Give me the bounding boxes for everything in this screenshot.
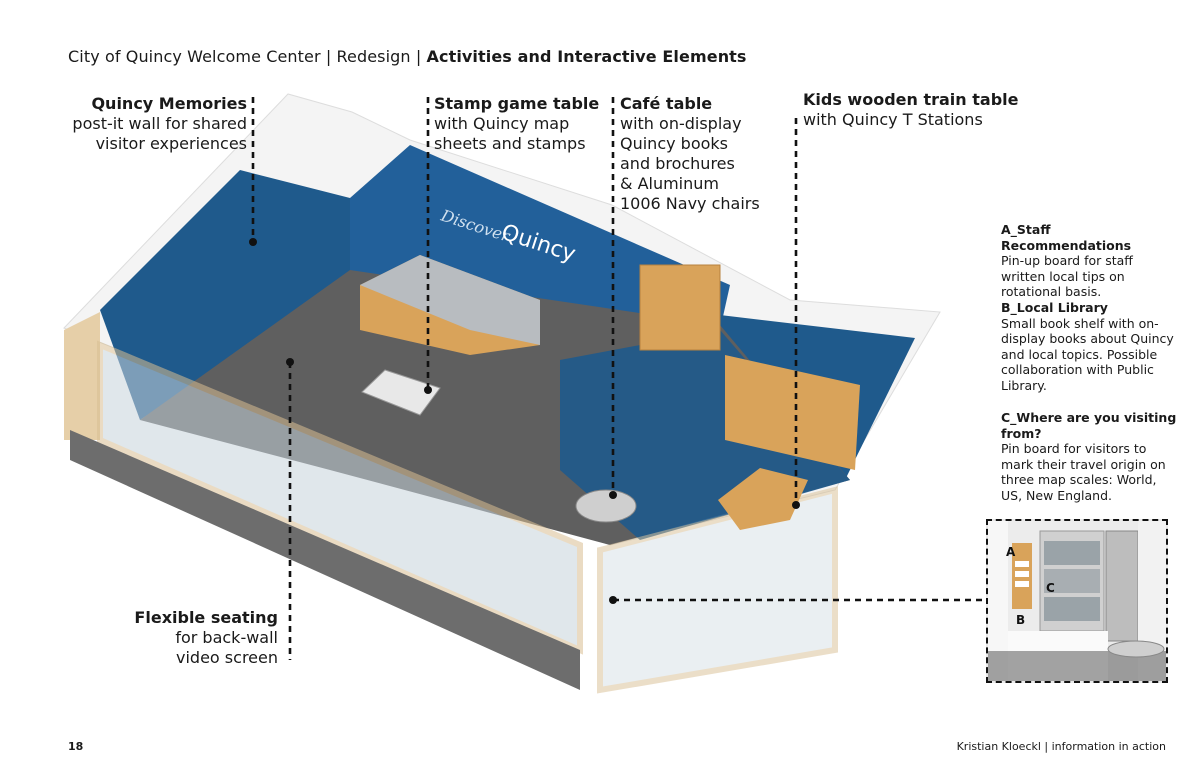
callout-train-line1: with Quincy T Stations (803, 110, 983, 129)
callout-cafe-line1: with on-display (620, 114, 742, 133)
inset-label-c: C (1046, 581, 1055, 595)
callout-seating-line2: video screen (176, 648, 278, 667)
note-b-title: B_Local Library (1001, 300, 1108, 315)
note-c-title: C_Where are you visiting from? (1001, 410, 1177, 441)
callout-cafe-line3: and brochures (620, 154, 735, 173)
front-left-wall (64, 312, 100, 440)
callout-cafe-title: Café table (620, 94, 713, 113)
train-table (718, 468, 808, 530)
callout-train-title: Kids wooden train table (803, 90, 1019, 109)
callout-stamp-line2: sheets and stamps (434, 134, 586, 153)
footer-credit: Kristian Kloeckl | information in action (956, 740, 1166, 753)
dot-inset (609, 596, 617, 604)
callout-train: Kids wooden train table with Quincy T St… (803, 90, 1018, 130)
pin-board (725, 355, 860, 470)
callout-stamp: Stamp game table with Quincy map sheets … (434, 94, 599, 154)
note-b-body: Small book shelf with on-display books a… (1001, 315, 1174, 393)
page-header: City of Quincy Welcome Center | Redesign… (68, 47, 747, 66)
reception-desk-top (360, 255, 540, 345)
callout-seating: Flexible seating for back-wall video scr… (134, 608, 278, 668)
note-where-visiting: C_Where are you visiting from? Pin board… (1001, 410, 1179, 503)
callout-seating-title: Flexible seating (134, 608, 278, 627)
callout-memories: Quincy Memories post-it wall for shared … (72, 94, 247, 154)
dot-cafe (609, 491, 617, 499)
callout-cafe-line2: Quincy books (620, 134, 729, 153)
note-local-library: B_Local Library Small book shelf with on… (1001, 300, 1179, 393)
inset-shipyard-panel (1105, 530, 1139, 642)
stamp-table (361, 369, 441, 416)
inset-label-a: A (1006, 545, 1016, 559)
callout-memories-line1: post-it wall for shared (72, 114, 247, 133)
callout-stamp-line1: with Quincy map (434, 114, 570, 133)
dot-stamp (424, 386, 432, 394)
note-a-body: Pin-up board for staff written local tip… (1001, 253, 1133, 299)
callout-seating-line1: for back-wall (175, 628, 278, 647)
dot-seating (286, 358, 294, 366)
callout-memories-line2: visitor experiences (95, 134, 247, 153)
dot-memories (249, 238, 257, 246)
page-number: 18 (68, 740, 84, 753)
left-back-wall (100, 170, 350, 420)
note-c-body: Pin board for visitors to mark their tra… (1001, 441, 1166, 503)
callout-cafe-line4: & Aluminum (620, 174, 719, 193)
inset-label-b: B (1016, 613, 1026, 627)
note-staff-recommendations: A_Staff Recommendations Pin-up board for… (1001, 222, 1179, 300)
inset-detail-view: A B C (986, 519, 1168, 683)
book-shelf (639, 264, 721, 351)
callout-cafe-line5: 1006 Navy chairs (620, 194, 760, 213)
header-title: Activities and Interactive Elements (426, 47, 747, 66)
callout-stamp-title: Stamp game table (434, 94, 600, 113)
callout-cafe: Café table with on-display Quincy books … (620, 94, 760, 214)
callout-memories-title: Quincy Memories (91, 94, 247, 113)
header-prefix: City of Quincy Welcome Center | Redesign… (68, 47, 427, 66)
dot-train (792, 501, 800, 509)
inset-illustration (988, 521, 1166, 681)
cafe-table (575, 489, 637, 523)
base-plinth (70, 430, 580, 690)
inset-cafe-table (1107, 640, 1165, 658)
note-a-title: A_Staff Recommendations (1001, 222, 1132, 253)
